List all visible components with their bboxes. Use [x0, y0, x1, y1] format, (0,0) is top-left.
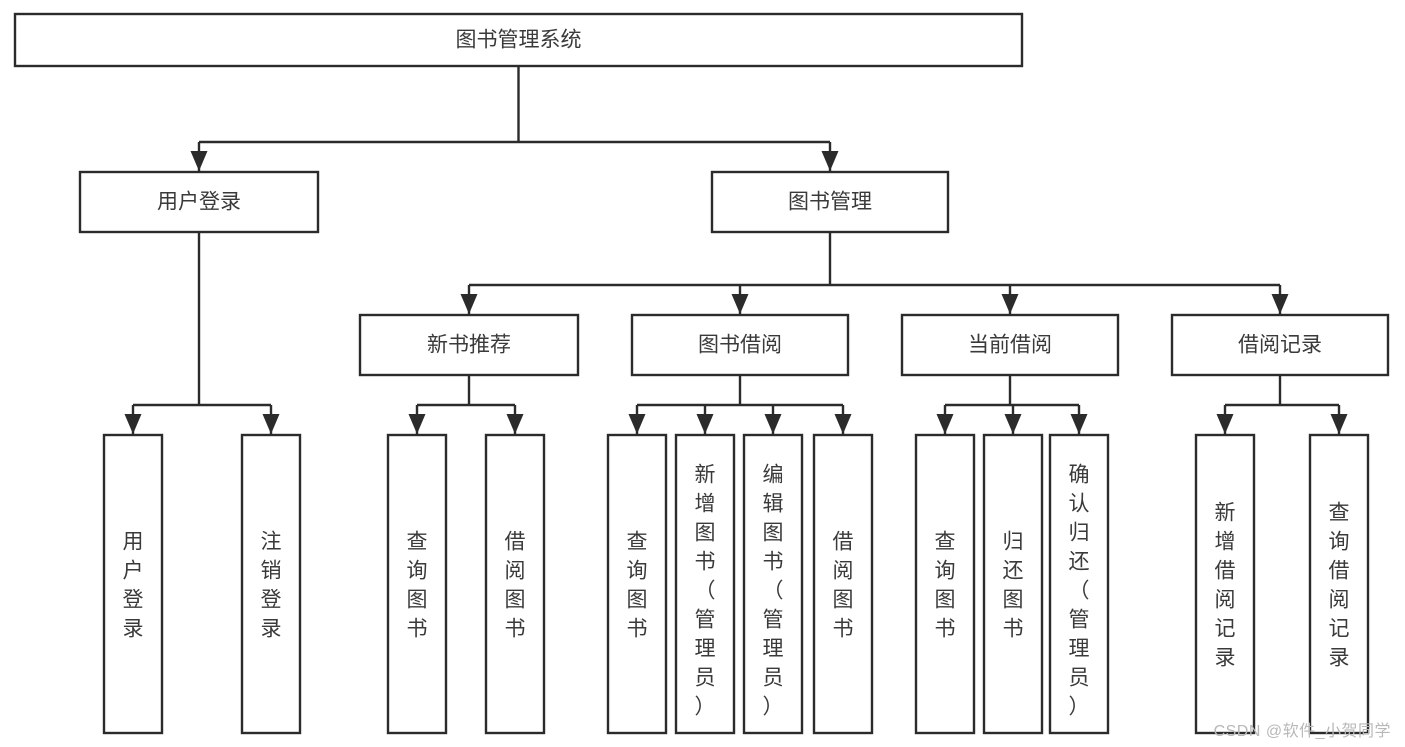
leaf-borrow-book-recommend-label: 借阅图书: [505, 531, 526, 641]
edge-layer: [124, 66, 1348, 434]
node-root-system-label: 图书管理系统: [456, 29, 582, 52]
node-book-borrow[interactable]: 图书借阅: [630, 313, 850, 377]
leaf-logout-login-label: 注销登录: [261, 531, 282, 641]
leaf-user-login-label: 用户登录: [123, 531, 144, 641]
edge-root-to-level2: [190, 66, 839, 171]
leaf-edit-book-admin-box[interactable]: [742, 433, 804, 735]
node-root-system[interactable]: 图书管理系统: [13, 12, 1024, 68]
leaf-query-book-borrow-label: 查询图书: [627, 531, 648, 641]
leaf-return-book[interactable]: 归还图书: [982, 433, 1044, 735]
node-borrow-record-label: 借阅记录: [1238, 334, 1322, 357]
leaf-return-book-label: 归还图书: [1003, 531, 1024, 641]
node-book-management[interactable]: 图书管理: [710, 170, 950, 234]
leaf-query-book-borrow-box[interactable]: [606, 433, 668, 735]
node-user-login[interactable]: 用户登录: [78, 170, 320, 234]
edge-book-manage-to-level3: [460, 232, 1289, 314]
leaf-add-book-admin-box[interactable]: [674, 433, 736, 735]
node-book-borrow-box[interactable]: [630, 313, 850, 377]
leaf-logout-login[interactable]: 注销登录: [240, 433, 302, 735]
leaf-user-login[interactable]: 用户登录: [102, 433, 164, 735]
leaf-query-book-recommend-box[interactable]: [386, 433, 448, 735]
leaf-edit-book-admin[interactable]: 编辑图书（管理员）: [742, 433, 804, 735]
leaf-query-book-current-box[interactable]: [914, 433, 976, 735]
leaf-query-book-recommend-label: 查询图书: [407, 531, 428, 641]
node-current-borrow[interactable]: 当前借阅: [900, 313, 1120, 377]
leaf-borrow-book-recommend[interactable]: 借阅图书: [484, 433, 546, 735]
leaf-borrow-book-label: 借阅图书: [833, 531, 854, 641]
leaf-add-borrow-record-label: 新增借阅记录: [1215, 502, 1236, 670]
leaf-add-borrow-record[interactable]: 新增借阅记录: [1194, 433, 1256, 735]
leaf-borrow-book-recommend-box[interactable]: [484, 433, 546, 735]
edge-new-book-to-leaves: [408, 375, 524, 434]
node-layer: 图书管理系统用户登录图书管理新书推荐图书借阅当前借阅借阅记录用户登录注销登录查询…: [13, 12, 1390, 735]
node-user-login-box[interactable]: [78, 170, 320, 234]
node-new-book-recommend[interactable]: 新书推荐: [358, 313, 580, 377]
leaf-query-book-borrow[interactable]: 查询图书: [606, 433, 668, 735]
leaf-borrow-book-box[interactable]: [812, 433, 874, 735]
leaf-add-book-admin-label: 新增图书（管理员）: [695, 464, 716, 719]
edge-user-login-to-leaves: [124, 232, 280, 434]
node-book-management-box[interactable]: [710, 170, 950, 234]
leaf-borrow-book[interactable]: 借阅图书: [812, 433, 874, 735]
leaf-query-book-current[interactable]: 查询图书: [914, 433, 976, 735]
leaf-edit-book-admin-label: 编辑图书（管理员）: [763, 464, 784, 719]
node-borrow-record[interactable]: 借阅记录: [1170, 313, 1390, 377]
leaf-add-borrow-record-box[interactable]: [1194, 433, 1256, 735]
leaf-query-borrow-record[interactable]: 查询借阅记录: [1308, 433, 1370, 735]
leaf-query-borrow-record-label: 查询借阅记录: [1329, 502, 1350, 670]
node-new-book-recommend-label: 新书推荐: [427, 334, 511, 357]
node-book-management-label: 图书管理: [788, 191, 872, 214]
node-borrow-record-box[interactable]: [1170, 313, 1390, 377]
leaf-query-borrow-record-box[interactable]: [1308, 433, 1370, 735]
node-current-borrow-box[interactable]: [900, 313, 1120, 377]
leaf-add-book-admin[interactable]: 新增图书（管理员）: [674, 433, 736, 735]
edge-current-borrow-to-leaves: [936, 375, 1088, 434]
node-book-borrow-label: 图书借阅: [698, 334, 782, 357]
leaf-query-book-current-label: 查询图书: [935, 531, 956, 641]
edge-book-borrow-to-leaves: [628, 375, 852, 434]
node-new-book-recommend-box[interactable]: [358, 313, 580, 377]
leaf-query-book-recommend[interactable]: 查询图书: [386, 433, 448, 735]
leaf-confirm-return-admin-label: 确认归还（管理员）: [1069, 464, 1090, 719]
node-user-login-label: 用户登录: [157, 191, 241, 214]
leaf-confirm-return-admin-box[interactable]: [1048, 433, 1110, 735]
edge-borrow-record-to-leaves: [1216, 375, 1348, 434]
leaf-return-book-box[interactable]: [982, 433, 1044, 735]
node-current-borrow-label: 当前借阅: [968, 334, 1052, 357]
leaf-logout-login-box[interactable]: [240, 433, 302, 735]
leaf-user-login-box[interactable]: [102, 433, 164, 735]
leaf-confirm-return-admin[interactable]: 确认归还（管理员）: [1048, 433, 1110, 735]
node-root-system-box[interactable]: [13, 12, 1024, 68]
